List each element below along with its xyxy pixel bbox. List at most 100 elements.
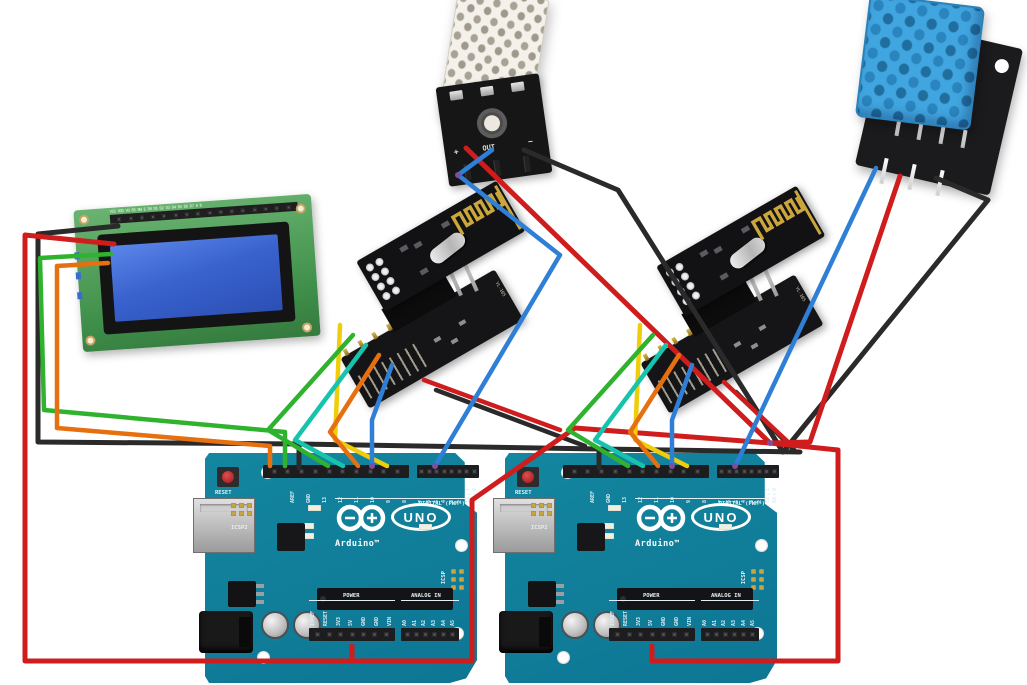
analog-section-label: ANALOG IN (711, 593, 741, 599)
pin-label: 8 (402, 499, 409, 503)
pin-label: 2 (456, 499, 463, 503)
mounting-hole (993, 57, 1011, 75)
pin-label: AREF (290, 490, 296, 503)
pin-label: TX►1 (464, 487, 471, 503)
pin-label: 5V (348, 619, 355, 626)
usb-controller-chip (277, 523, 305, 551)
pin-label: 6 (425, 499, 432, 503)
pin-label: VIN (386, 616, 393, 626)
divider (309, 600, 395, 601)
capacitor (261, 611, 289, 639)
reset-label: RESET (215, 490, 232, 496)
pin-label: 3 (749, 499, 756, 503)
icsp-header (751, 569, 764, 590)
pin-label: 8 (702, 499, 709, 503)
pin-label: A0 (402, 619, 408, 626)
voltage-regulator (528, 581, 564, 607)
lcd-side-contact (74, 252, 80, 260)
power-header (309, 628, 395, 641)
analog-section-label: ANALOG IN (411, 593, 441, 599)
pin-label: GND (606, 493, 613, 503)
smd-component (733, 340, 742, 348)
led-on: ON (419, 524, 432, 530)
pin-label: RESET (622, 610, 629, 626)
usb-controller-chip (577, 523, 605, 551)
pin-label: GND (661, 616, 667, 626)
divider (635, 498, 769, 499)
pin-label: 2 (756, 499, 763, 503)
lcd-bezel (97, 221, 296, 335)
icsp2-header (531, 503, 552, 516)
arduino-brand: Arduino™ (335, 539, 380, 549)
pin-label: 3V3 (635, 616, 642, 626)
reset-button[interactable] (517, 467, 539, 487)
lcd-screen (109, 234, 283, 322)
divider (335, 498, 469, 499)
icsp-label: ICSP (741, 571, 747, 585)
pin-label: IOREF (610, 610, 616, 626)
led-l: L (308, 505, 321, 511)
mounting-hole (755, 539, 768, 552)
pin-label: RESET (322, 610, 329, 626)
solder-clip (479, 85, 495, 97)
adapter-model-label: YL-105 (793, 286, 807, 303)
solder-clip (510, 81, 525, 93)
pin-label: 3 (449, 499, 456, 503)
analog-header (701, 628, 759, 641)
pin-label: RX◄0 (772, 487, 779, 503)
pcb-antenna (750, 196, 806, 241)
capacitor (561, 611, 589, 639)
smd-component (758, 324, 767, 332)
smd-component (450, 337, 459, 345)
smd-component (413, 240, 423, 250)
pin-label: A4 (740, 619, 747, 626)
reset-button[interactable] (217, 467, 239, 487)
pin-label: A1 (711, 619, 718, 626)
smd-component (440, 220, 451, 229)
pin-label: A2 (721, 619, 728, 626)
smd-component (399, 244, 409, 253)
smd-component (713, 245, 723, 255)
pin-label: 9 (386, 499, 393, 503)
smd-component (699, 249, 709, 258)
mounting-hole (557, 651, 570, 664)
pin-label: 13 (622, 496, 629, 503)
solder-clip (449, 90, 464, 101)
lcd-side-contact (75, 272, 82, 280)
pin-label: A5 (750, 619, 757, 626)
smd-component (419, 267, 429, 276)
pin-label: 13 (322, 496, 329, 503)
pin-label: 9 (686, 499, 693, 503)
divider (609, 600, 695, 601)
smd-component (740, 225, 751, 234)
lcd1602-module: VSS VDD VO RS RW E D0 D1 D2 D3 D4 D5 D6 … (73, 193, 321, 353)
power-header (609, 628, 695, 641)
smd-component (750, 342, 759, 350)
mounting-hole (257, 651, 270, 664)
pin-label: IOREF (310, 610, 316, 626)
nrf-header-holes (364, 253, 407, 302)
divider (701, 600, 759, 601)
smd-component (458, 319, 467, 327)
pin-label: GND (306, 493, 313, 503)
pin-label: GND (361, 616, 367, 626)
arduino-brand: Arduino™ (635, 539, 680, 549)
pin-label: 5 (733, 499, 740, 503)
pcb-antenna (450, 191, 506, 236)
led-l: L (608, 505, 621, 511)
digital-header-right (417, 465, 479, 478)
dht22-minus-label: − (527, 136, 534, 147)
pin-label: 7 (718, 499, 724, 503)
smd-component (719, 272, 729, 281)
pin-label: A0 (702, 619, 708, 626)
analog-header (401, 628, 459, 641)
pin-label: 4 (741, 499, 748, 503)
pin-label: RX◄0 (472, 487, 479, 503)
icsp2-label: ICSP2 (231, 525, 248, 531)
